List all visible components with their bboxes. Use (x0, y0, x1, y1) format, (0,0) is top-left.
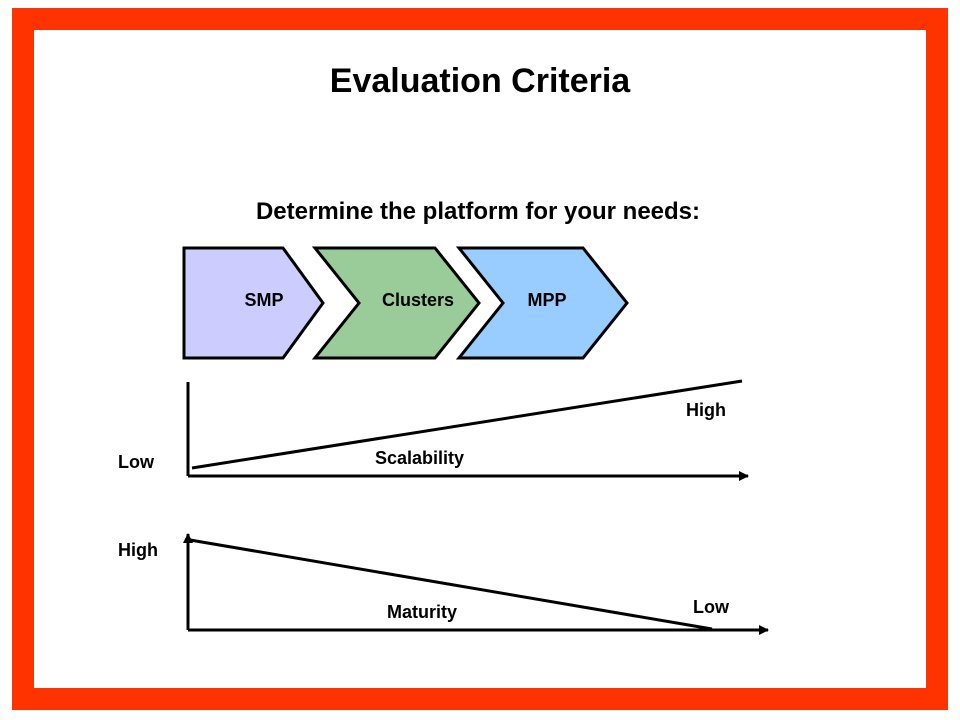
scalability-graph: Low High Scalability (118, 379, 749, 481)
chevron-mpp (455, 246, 629, 360)
maturity-axis-title: Maturity (387, 602, 457, 622)
slide-subtitle: Determine the platform for your needs: (255, 198, 701, 225)
chevron-clusters (311, 246, 481, 360)
chevron-label-mpp: MPP (527, 290, 566, 310)
maturity-graph: High Low Maturity (118, 533, 769, 635)
scalability-axis-title: Scalability (375, 448, 464, 468)
maturity-trend-line (189, 538, 713, 631)
maturity-high-label: High (118, 540, 158, 560)
scalability-low-label: Low (118, 452, 155, 472)
maturity-low-label: Low (693, 597, 730, 617)
chevron-label-clusters: Clusters (382, 290, 454, 310)
platform-chevrons: SMP Clusters MPP (182, 246, 629, 360)
chevron-label-smp: SMP (244, 290, 283, 310)
chevron-smp (182, 246, 325, 360)
slide-title: Evaluation Criteria (329, 62, 631, 100)
scalability-trend-line (191, 379, 743, 470)
scalability-high-label: High (686, 400, 726, 420)
